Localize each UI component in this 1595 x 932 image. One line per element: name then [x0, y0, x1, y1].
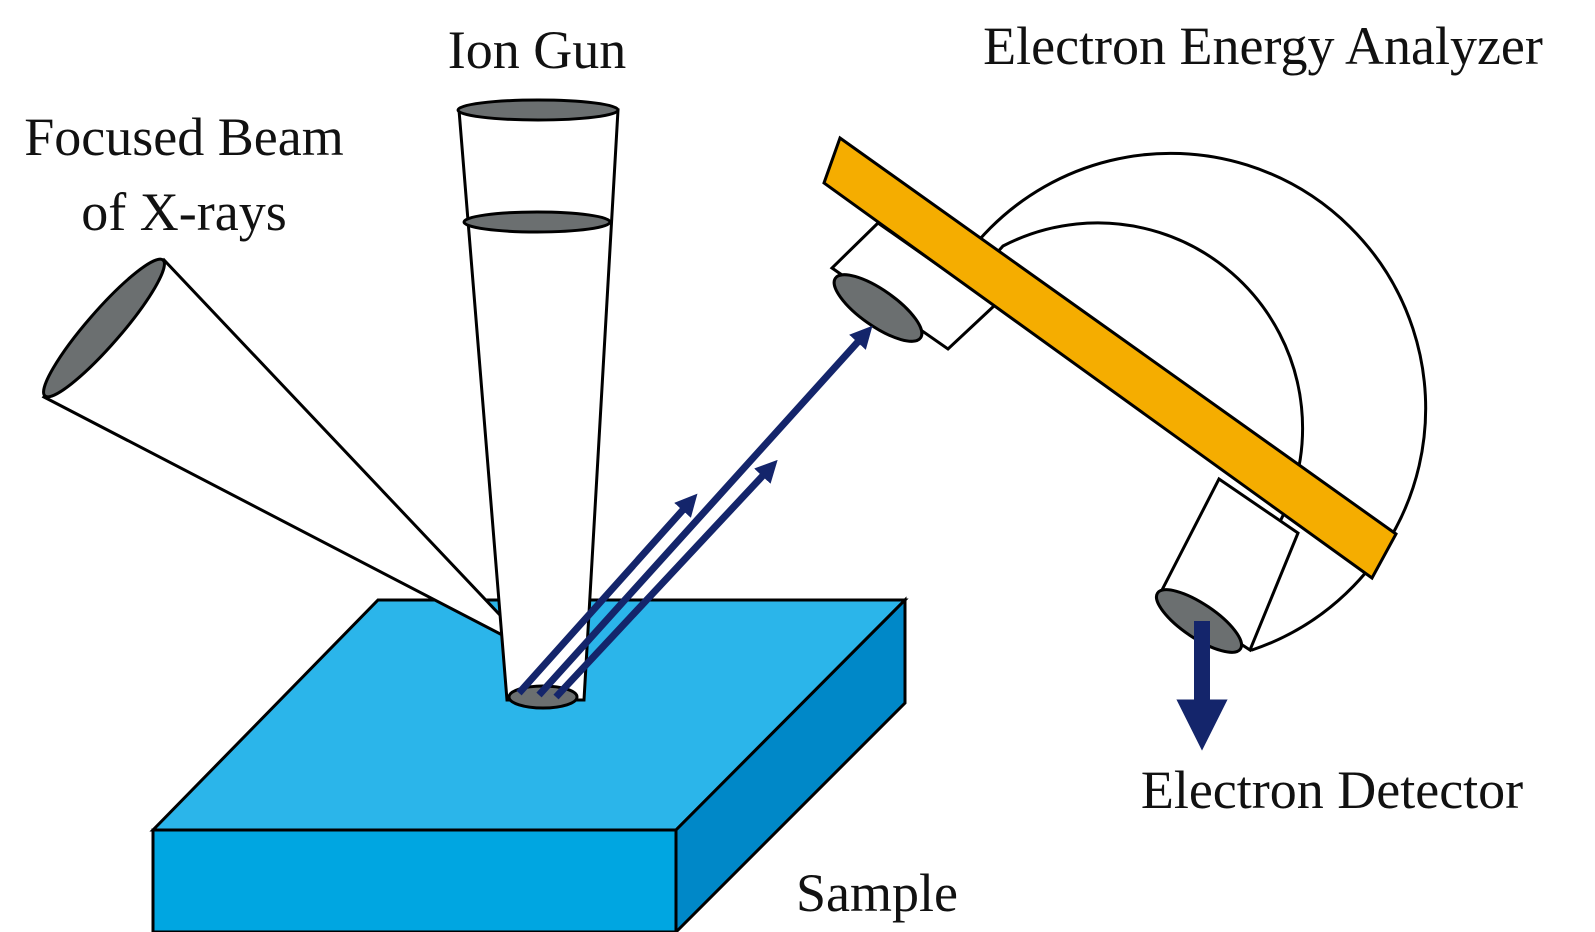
photoelectron-arrow-2 — [536, 325, 873, 698]
photoelectron-arrow-3 — [553, 459, 778, 700]
photoelectron-arrows — [516, 325, 1228, 751]
analyzer-entrance-aperture — [832, 273, 924, 343]
electron-energy-analyzer-label: Electron Energy Analyzer — [983, 16, 1543, 76]
analyzer-bar — [822, 135, 1398, 581]
focused-beam-label-line1: Focused Beam — [24, 107, 343, 167]
x-ray-aperture — [42, 257, 166, 399]
ion-gun — [456, 98, 620, 702]
electron-energy-analyzer — [822, 135, 1428, 654]
photoelectron-arrow-1 — [516, 493, 698, 696]
ion-gun-aperture — [456, 98, 620, 122]
focused-beam-label-line2: of X-rays — [81, 182, 286, 242]
sample-side-face — [674, 596, 907, 932]
sample-block — [149, 596, 909, 932]
ion-gun-lens — [462, 210, 612, 234]
sample-front-face — [151, 828, 678, 932]
ion-gun-label: Ion Gun — [448, 20, 626, 80]
x-ray-source — [41, 257, 537, 654]
sample-label: Sample — [796, 863, 958, 923]
electron-detector-label: Electron Detector — [1141, 760, 1523, 820]
